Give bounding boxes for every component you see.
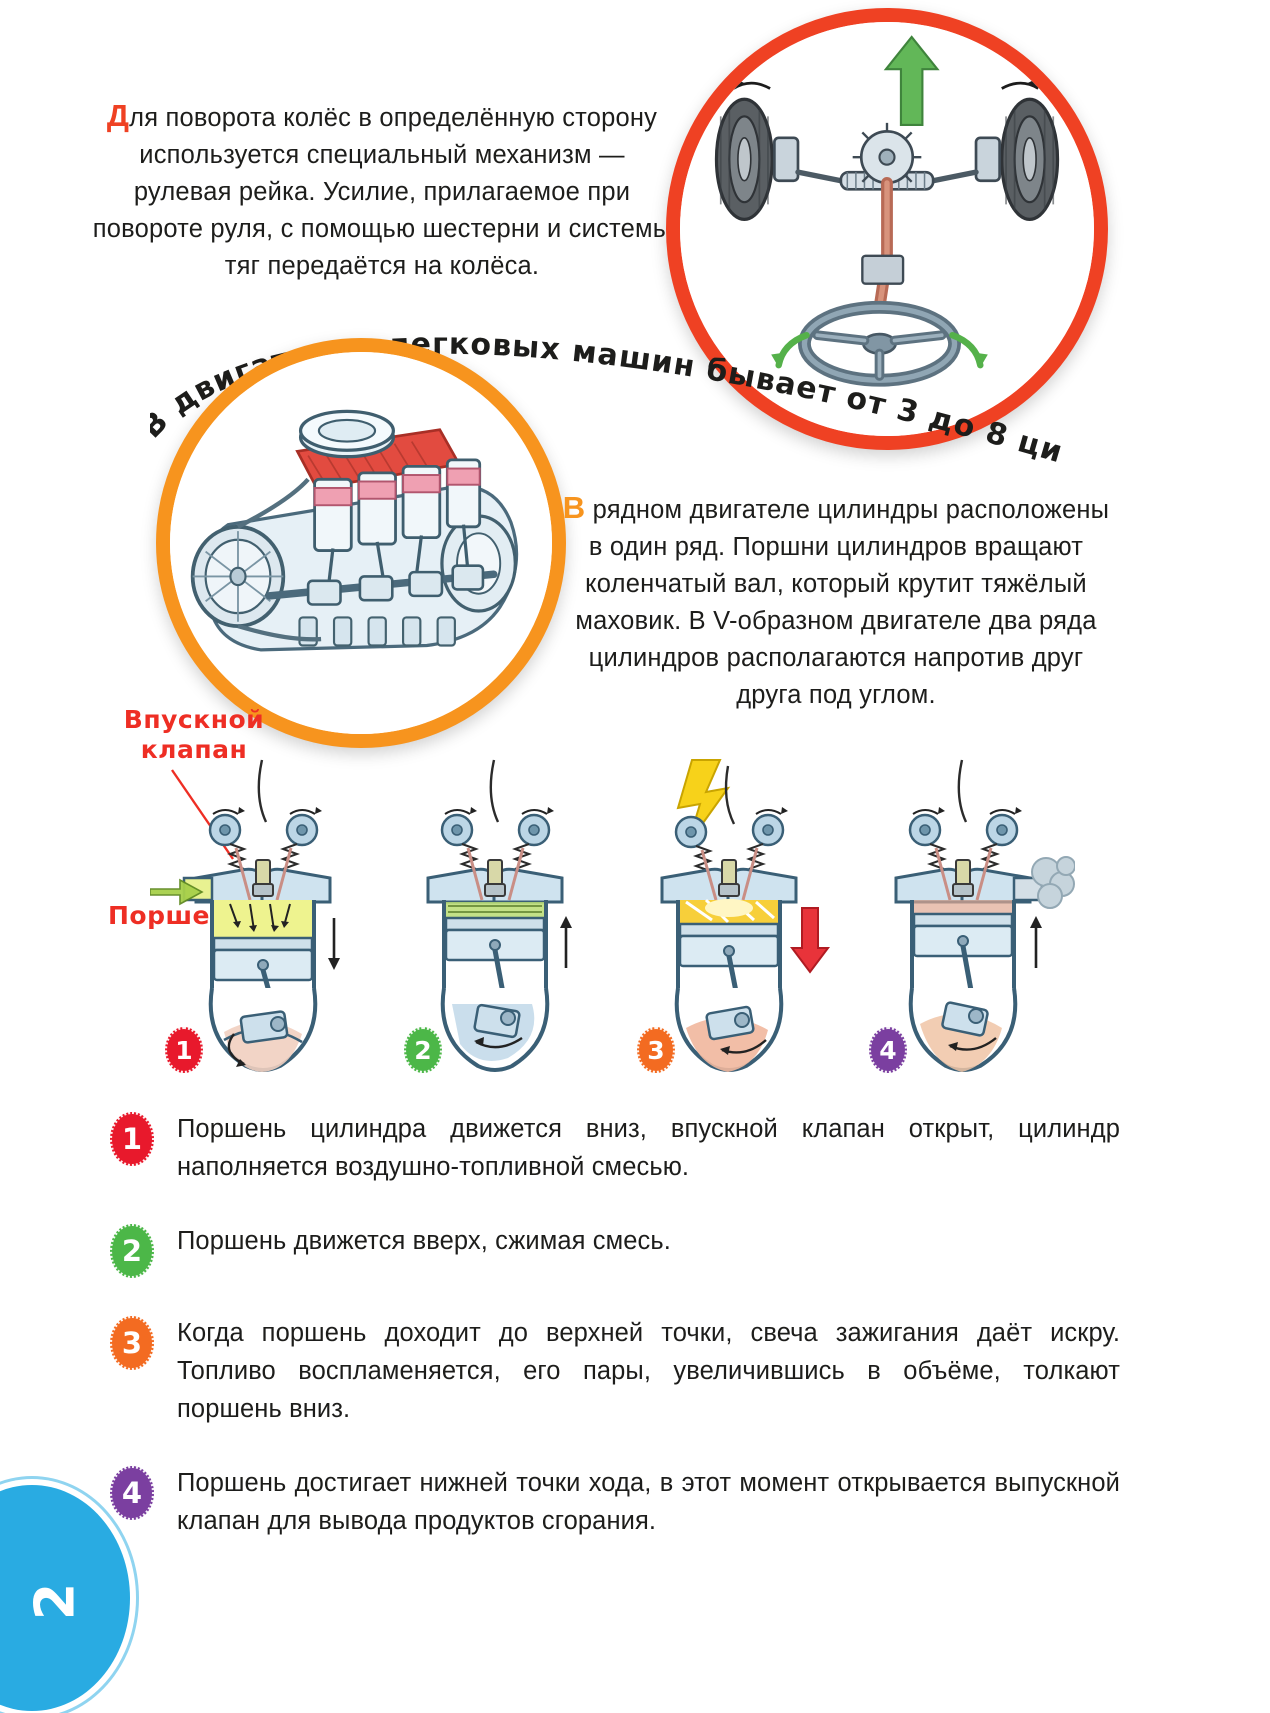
step-badge-3: 3 <box>110 1316 154 1370</box>
step-row-2: 2 Поршень движется вверх, сжимая смесь. <box>110 1222 1120 1278</box>
intake-valve-line1: Впускной клапан <box>123 705 265 764</box>
step-badge-2: 2 <box>110 1224 154 1278</box>
step-badge-2-number: 2 <box>121 1234 143 1268</box>
step-text-2: Поршень движется вверх, сжимая смесь. <box>177 1227 671 1255</box>
diagram-badge-1: 1 <box>165 1027 203 1073</box>
step-text-1: Поршень цилиндра движется вниз, впускной… <box>177 1115 1120 1181</box>
step-text-3: Когда поршень доходит до верхней точки, … <box>177 1319 1120 1423</box>
inline-engine-paragraph: В рядном двигателе цилиндры расположены … <box>558 492 1114 714</box>
step-badge-4-number: 4 <box>121 1476 143 1510</box>
steering-rack-illustration <box>666 8 1108 450</box>
diagram-badge-3: 3 <box>637 1027 675 1073</box>
diagram-badge-4: 4 <box>869 1027 907 1073</box>
stroke-diagram-2 <box>382 752 607 1097</box>
step-badge-1: 1 <box>110 1112 154 1166</box>
intake-valve-callout-label: Впускной клапан <box>104 705 284 765</box>
step-row-1: 1 Поршень цилиндра движется вниз, впускн… <box>110 1110 1120 1186</box>
inline-dropcap: В <box>562 490 586 525</box>
intro-dropcap: Д <box>106 98 130 133</box>
steering-rack-drawing <box>680 22 1094 436</box>
stroke-steps-list: 1 Поршень цилиндра движется вниз, впускн… <box>110 1110 1120 1576</box>
step-row-3: 3 Когда поршень доходит до верхней точки… <box>110 1314 1120 1428</box>
step-badge-1-number: 1 <box>121 1122 143 1156</box>
diagram-badge-2: 2 <box>404 1027 442 1073</box>
step-row-4: 4 Поршень достигает нижней точки хода, в… <box>110 1464 1120 1540</box>
step-badge-3-number: 3 <box>121 1326 143 1360</box>
stroke-diagram-4 <box>850 752 1076 1097</box>
inline-engine-drawing <box>170 352 552 734</box>
stroke-diagram-3 <box>616 752 841 1097</box>
diagram-badge-2-number: 2 <box>414 1035 432 1065</box>
diagram-badge-1-number: 1 <box>175 1035 193 1065</box>
stroke-diagram-1 <box>149 752 375 1097</box>
inline-paragraph-text: рядном двигателе цилиндры расположены в … <box>575 496 1110 709</box>
page-number-value: 2 <box>23 1582 87 1620</box>
diagram-badge-3-number: 3 <box>647 1035 665 1065</box>
intro-paragraph-text: ля поворота колёс в определённую сторону… <box>92 104 672 280</box>
inline-engine-illustration <box>156 338 566 748</box>
four-stroke-diagram-strip <box>120 752 1150 1097</box>
intro-paragraph: Для поворота колёс в определённую сторон… <box>88 100 676 285</box>
step-text-4: Поршень достигает нижней точки хода, в э… <box>177 1469 1120 1535</box>
diagram-badge-4-number: 4 <box>879 1035 897 1065</box>
step-badge-4: 4 <box>110 1466 154 1520</box>
